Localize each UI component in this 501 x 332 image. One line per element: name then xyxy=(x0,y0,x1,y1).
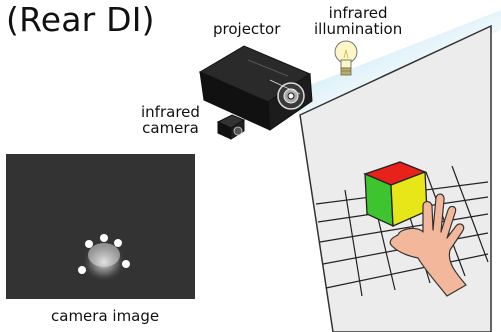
cube xyxy=(363,161,428,228)
projector-icon xyxy=(198,45,313,131)
infrared-illumination-label: infrared illumination xyxy=(314,5,402,37)
fingertip-blobs xyxy=(78,234,130,274)
page-title: (Rear DI) xyxy=(6,0,155,39)
infrared-camera-line2: camera xyxy=(142,119,199,137)
camera-image-panel xyxy=(6,154,195,299)
light-bulb-icon xyxy=(334,40,358,76)
projector-label: projector xyxy=(213,20,281,38)
hand-icon xyxy=(389,193,467,297)
infrared-illumination-line1: infrared xyxy=(328,4,388,22)
projection-beam xyxy=(282,10,501,115)
infrared-illumination-line2: illumination xyxy=(314,20,403,38)
infrared-camera-line1: infrared xyxy=(141,103,200,121)
camera-image-label: camera image xyxy=(51,307,160,325)
infrared-camera-label: infrared camera xyxy=(141,104,200,136)
camera-icon xyxy=(216,114,246,140)
